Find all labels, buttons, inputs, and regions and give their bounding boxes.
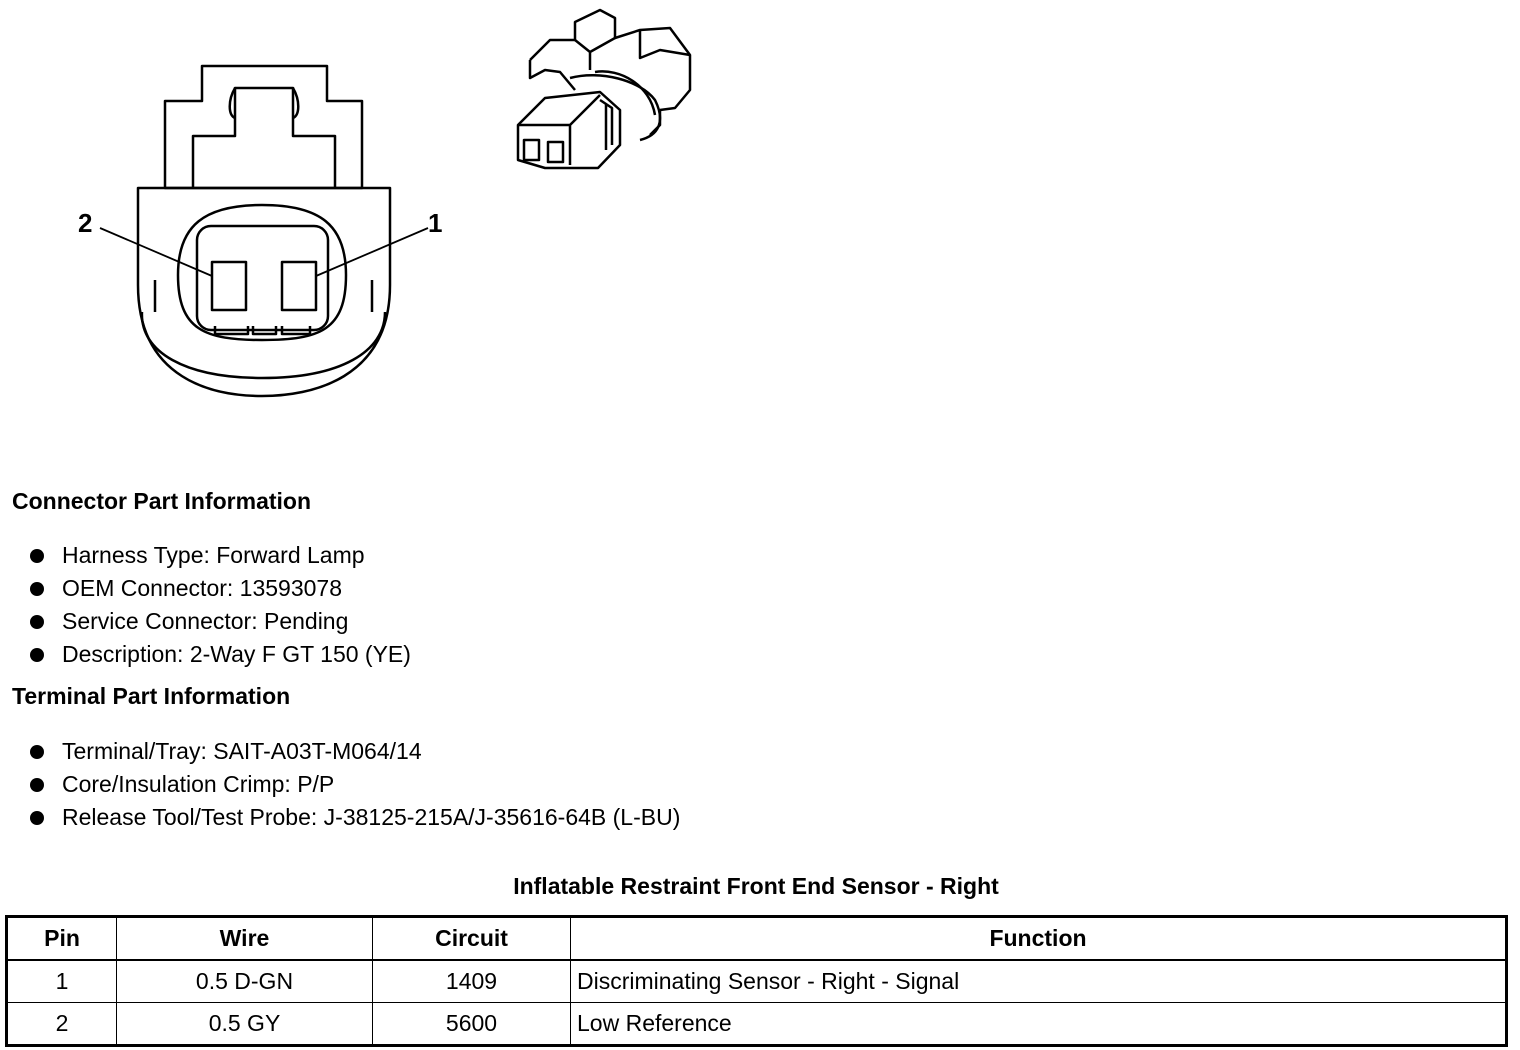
cell-function: Discriminating Sensor - Right - Signal	[570, 959, 1507, 1003]
column-header-wire: Wire	[116, 916, 373, 961]
connector-body	[136, 186, 392, 398]
connector-isometric-sketch	[516, 8, 692, 170]
terminal-info-heading: Terminal Part Information	[12, 683, 291, 709]
pin-callout-1: 1	[428, 208, 442, 238]
connector-latch	[163, 64, 364, 190]
cell-function: Low Reference	[570, 1002, 1507, 1046]
column-header-pin: Pin	[6, 916, 117, 961]
connector-diagram: 2 1	[78, 8, 692, 398]
list-item: Service Connector: Pending	[28, 605, 411, 638]
pin-table: Pin Wire Circuit Function 1 0.5 D-GN 140…	[5, 915, 1508, 1047]
list-item: Harness Type: Forward Lamp	[28, 539, 411, 572]
pin-table-title: Inflatable Restraint Front End Sensor - …	[513, 873, 999, 899]
connector-cavity	[176, 203, 348, 342]
table-header-row: Pin Wire Circuit Function	[6, 916, 1507, 961]
list-item: Release Tool/Test Probe: J-38125-215A/J-…	[28, 801, 680, 834]
list-item: Description: 2-Way F GT 150 (YE)	[28, 638, 411, 671]
list-item: Core/Insulation Crimp: P/P	[28, 768, 680, 801]
cell-circuit: 5600	[372, 1002, 571, 1046]
list-item: OEM Connector: 13593078	[28, 572, 411, 605]
cell-wire: 0.5 D-GN	[116, 959, 373, 1003]
connector-info-heading: Connector Part Information	[12, 488, 312, 514]
cell-wire: 0.5 GY	[116, 1002, 373, 1046]
cell-pin: 2	[6, 1002, 117, 1046]
cell-pin: 1	[6, 959, 117, 1003]
terminal-info-list: Terminal/Tray: SAIT-A03T-M064/14 Core/In…	[28, 735, 680, 834]
connector-info-list: Harness Type: Forward Lamp OEM Connector…	[28, 539, 411, 671]
list-item: Terminal/Tray: SAIT-A03T-M064/14	[28, 735, 680, 768]
terminal-cavity-2	[210, 260, 248, 312]
table-row: 2 0.5 GY 5600 Low Reference	[6, 1002, 1507, 1046]
pin-callout-2: 2	[78, 208, 92, 238]
column-header-circuit: Circuit	[372, 916, 571, 961]
terminal-cavity-1	[280, 260, 318, 312]
table-row: 1 0.5 D-GN 1409 Discriminating Sensor - …	[6, 959, 1507, 1003]
column-header-function: Function	[570, 916, 1507, 961]
cell-circuit: 1409	[372, 959, 571, 1003]
